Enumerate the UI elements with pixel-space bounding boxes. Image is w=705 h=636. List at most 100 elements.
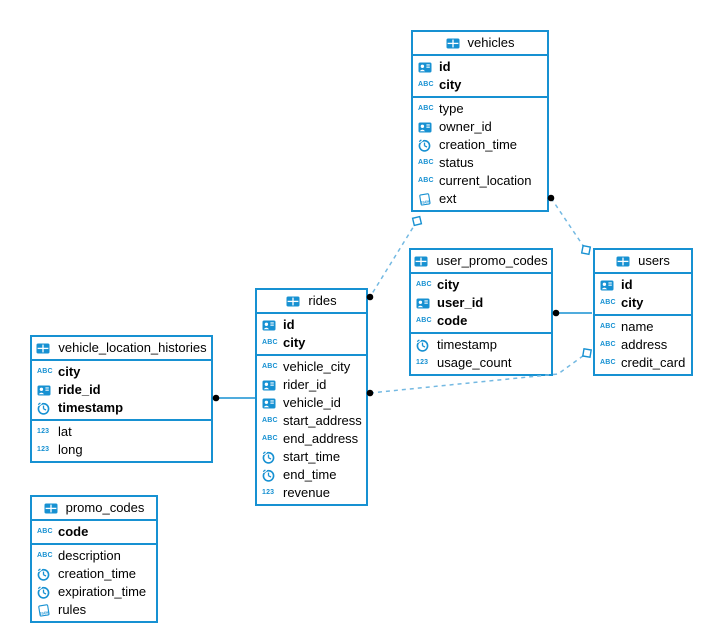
column-city[interactable]: ABC city — [257, 334, 366, 352]
column-city[interactable]: ABC city — [413, 76, 547, 94]
column-owner_id[interactable]: owner_id — [413, 118, 547, 136]
column-label: vehicle_city — [283, 359, 351, 374]
column-city[interactable]: ABC city — [595, 294, 691, 312]
column-ride_id[interactable]: ride_id — [32, 381, 211, 399]
table-name: vehicle_location_histories — [58, 340, 207, 355]
column-start_time[interactable]: start_time — [257, 448, 366, 466]
table-header[interactable]: rides — [257, 290, 366, 314]
text-icon: ABC — [37, 552, 53, 559]
id-badge-icon — [37, 385, 54, 396]
table-icon — [286, 296, 303, 307]
column-creation_time[interactable]: creation_time — [32, 565, 156, 583]
column-label: vehicle_id — [283, 395, 341, 410]
text-icon: ABC — [262, 417, 278, 424]
clock-icon — [418, 138, 435, 152]
id-badge-icon — [262, 380, 279, 391]
text-icon: ABC — [262, 339, 278, 346]
text-icon: ABC — [418, 105, 434, 112]
column-code[interactable]: ABC code — [411, 312, 551, 330]
column-id[interactable]: id — [413, 58, 547, 76]
column-label: city — [439, 77, 462, 92]
number-icon: 123 — [416, 359, 429, 366]
clock-icon — [37, 401, 54, 415]
text-icon: ABC — [262, 363, 278, 370]
number-icon: 123 — [262, 489, 275, 496]
column-end_time[interactable]: end_time — [257, 466, 366, 484]
column-label: type — [439, 101, 464, 116]
text-icon: ABC — [418, 81, 434, 88]
column-timestamp[interactable]: timestamp — [32, 399, 211, 417]
column-label: code — [437, 313, 468, 328]
table-icon — [414, 256, 431, 267]
column-label: city — [283, 335, 306, 350]
column-rider_id[interactable]: rider_id — [257, 376, 366, 394]
column-label: lat — [58, 424, 72, 439]
clock-icon — [37, 585, 54, 599]
column-label: user_id — [437, 295, 484, 310]
table-header[interactable]: promo_codes — [32, 497, 156, 521]
column-vehicle_city[interactable]: ABC vehicle_city — [257, 358, 366, 376]
column-vehicle_id[interactable]: vehicle_id — [257, 394, 366, 412]
text-icon: ABC — [416, 281, 432, 288]
id-badge-icon — [600, 280, 617, 291]
column-label: rider_id — [283, 377, 327, 392]
json-icon: JSON — [37, 603, 54, 617]
id-badge-icon — [262, 320, 279, 331]
table-icon — [446, 38, 463, 49]
clock-icon — [262, 450, 279, 464]
column-label: end_time — [283, 467, 337, 482]
column-usage_count[interactable]: 123 usage_count — [411, 354, 551, 372]
clock-icon — [416, 338, 433, 352]
text-icon: ABC — [418, 177, 434, 184]
table-header[interactable]: vehicle_location_histories — [32, 337, 211, 361]
number-icon: 123 — [37, 446, 50, 453]
table-header[interactable]: vehicles — [413, 32, 547, 56]
text-icon: ABC — [600, 299, 616, 306]
column-label: status — [439, 155, 474, 170]
column-timestamp[interactable]: timestamp — [411, 336, 551, 354]
column-label: usage_count — [437, 355, 512, 370]
column-type[interactable]: ABC type — [413, 100, 547, 118]
table-header[interactable]: users — [595, 250, 691, 274]
column-expiration_time[interactable]: expiration_time — [32, 583, 156, 601]
column-creation_time[interactable]: creation_time — [413, 136, 547, 154]
svg-text:JSON: JSON — [420, 199, 431, 205]
column-user_id[interactable]: user_id — [411, 294, 551, 312]
column-id[interactable]: id — [257, 316, 366, 334]
table-header[interactable]: user_promo_codes — [411, 250, 551, 274]
text-icon: ABC — [600, 323, 616, 330]
column-label: id — [283, 317, 295, 332]
column-id[interactable]: id — [595, 276, 691, 294]
text-icon: ABC — [416, 317, 432, 324]
column-label: city — [621, 295, 644, 310]
